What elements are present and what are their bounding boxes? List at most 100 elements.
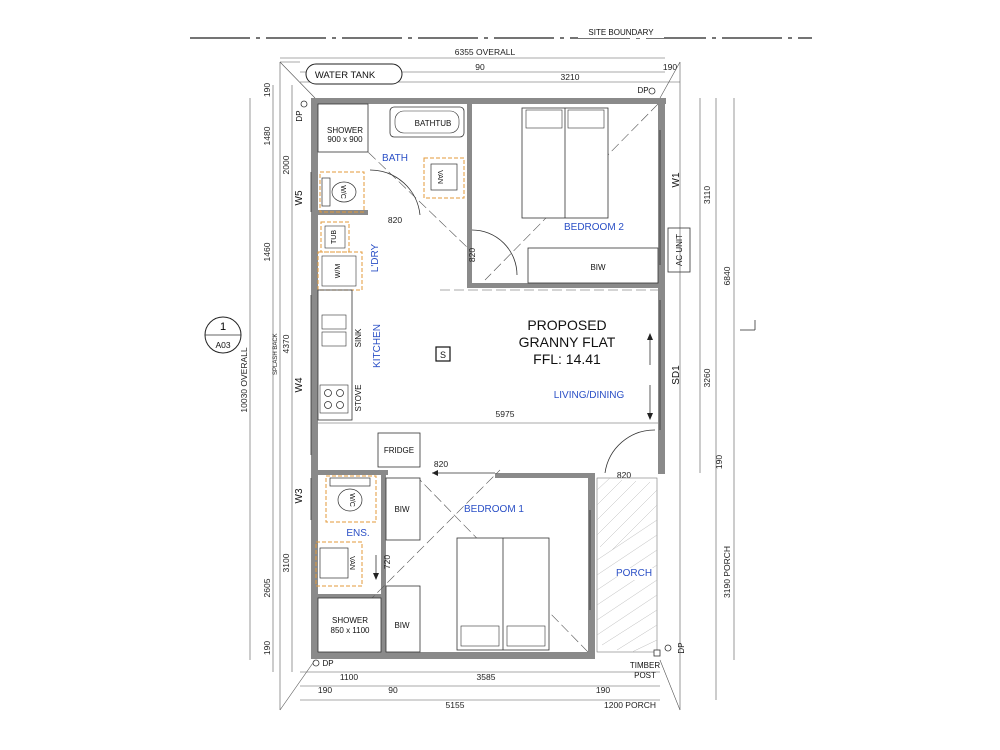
bathtub: BATHTUB	[389, 106, 465, 138]
vanity-bath: VAN	[423, 157, 465, 199]
wc-bath-label: W/C	[339, 185, 346, 199]
laundry-tub: TUB	[320, 221, 350, 253]
site-boundary-label: SITE BOUNDARY	[588, 28, 654, 37]
dim-5975: 5975	[496, 409, 515, 419]
eave-lines	[279, 61, 681, 711]
sink-label: SINK	[354, 328, 363, 347]
washing-machine: W/M	[317, 251, 363, 291]
dp-top-right: DP	[637, 86, 648, 95]
dim-820-d1: 820	[617, 470, 631, 480]
left-dimensions: 10030 OVERALL 190 1480 2000 1460 4370 SP…	[239, 83, 293, 672]
room-bath: BATH	[382, 153, 408, 164]
porch-paving	[596, 477, 658, 653]
dim-2605: 2605	[262, 578, 272, 597]
dim-820-bed2: 820	[467, 248, 477, 262]
title-line-2: GRANNY FLAT	[519, 334, 616, 350]
toilet-bath: W/C	[319, 171, 365, 213]
timber-post: TIMBER POST	[630, 649, 661, 680]
dim-190-bottom: 190	[318, 685, 332, 695]
splash-back-label: SPLASH BACK	[273, 333, 279, 375]
dim-90-top: 90	[475, 62, 485, 72]
dim-1480: 1480	[262, 126, 272, 145]
down-pipes: DP DP DP DP	[295, 86, 686, 668]
biw-bedroom1-top: BIW	[385, 477, 421, 541]
overall-width-label: 6355 OVERALL	[455, 47, 516, 57]
vanity-ensuite: VAN	[315, 541, 363, 587]
kitchen-bench: SINK STOVE	[317, 289, 363, 421]
title-line-1: PROPOSED	[527, 317, 606, 333]
wm-label: W/M	[335, 264, 342, 279]
bed-bedroom1	[456, 537, 550, 651]
dim-190-top-right: 190	[663, 62, 677, 72]
bath-door-swing	[369, 169, 421, 216]
dim-5155: 5155	[446, 700, 465, 710]
stove-label: STOVE	[354, 385, 363, 412]
window-w4: W4	[294, 377, 305, 392]
dim-1460: 1460	[262, 242, 272, 261]
shower-ensuite: SHOWER 850 x 1100	[317, 597, 382, 653]
vanity-bath-label: VAN	[436, 170, 443, 184]
window-w1: W1	[671, 172, 682, 187]
fridge-label: FRIDGE	[384, 446, 414, 455]
room-kitchen: KITCHEN	[372, 324, 383, 368]
section-sheet: A03	[215, 340, 230, 350]
room-laundry: L'DRY	[370, 243, 381, 272]
dim-4370: 4370	[281, 334, 291, 353]
biw-bedroom2: BIW	[527, 247, 659, 284]
windows	[310, 130, 661, 610]
shower-top-label: SHOWER	[327, 126, 363, 135]
plan-title: PROPOSED GRANNY FLAT FFL: 14.41	[519, 317, 616, 367]
smoke-detector: S	[435, 346, 451, 362]
d1-door-swing	[604, 429, 656, 474]
dim-2000: 2000	[281, 155, 291, 174]
overall-length-label: 10030 OVERALL	[239, 347, 249, 412]
dim-3100: 3100	[281, 553, 291, 572]
biw-bedroom1-bottom: BIW	[385, 585, 421, 653]
dim-190-left: 190	[262, 83, 272, 97]
dim-90-bottom: 90	[388, 685, 398, 695]
timber-post-line1: TIMBER	[630, 661, 660, 670]
room-bedroom2: BEDROOM 2	[564, 222, 624, 233]
ac-unit: AC UNIT	[667, 227, 691, 273]
dim-190-bottom-b: 190	[596, 685, 610, 695]
dp-bottom-left: DP	[322, 659, 333, 668]
walls	[311, 98, 666, 659]
site-boundary: SITE BOUNDARY	[190, 27, 812, 39]
fridge: FRIDGE	[377, 432, 421, 468]
dp-bottom-right: DP	[677, 642, 686, 653]
dim-1200-porch: 1200 PORCH	[604, 700, 656, 710]
sliding-door-sd1: SD1	[671, 365, 682, 385]
window-w5: W5	[294, 190, 305, 205]
shower-top: SHOWER 900 x 900	[317, 103, 369, 153]
water-tank: WATER TANK	[305, 63, 403, 85]
ac-unit-label: AC UNIT	[675, 234, 684, 266]
timber-post-line2: POST	[634, 671, 656, 680]
toilet-ensuite: W/C	[325, 475, 377, 523]
dim-820-bed1: 820	[434, 459, 448, 469]
dim-3190-porch: 3190 PORCH	[722, 546, 732, 598]
dim-6840: 6840	[722, 266, 732, 285]
biw-bedroom1-top-label: BIW	[394, 505, 410, 514]
bathtub-label: BATHTUB	[415, 119, 452, 128]
title-line-3: FFL: 14.41	[533, 351, 601, 367]
shower-ensuite-size: 850 x 1100	[331, 626, 371, 635]
wc-ensuite-label: W/C	[348, 493, 355, 507]
vanity-ensuite-label: VAN	[348, 556, 355, 570]
right-dimensions: 3110 6840 3260 190 3190 PORCH	[699, 98, 756, 700]
section-marker: 1 A03	[204, 316, 242, 354]
dim-3210: 3210	[561, 72, 580, 82]
dim-190-right: 190	[714, 455, 724, 469]
window-w3: W3	[294, 488, 305, 503]
tub-label: TUB	[331, 230, 338, 244]
bedroom2-door-swing	[471, 229, 518, 276]
room-ensuite: ENS.	[346, 528, 369, 539]
dim-1100: 1100	[340, 672, 359, 682]
room-bedroom1: BEDROOM 1	[464, 504, 524, 515]
sliding-door-arrows	[647, 333, 653, 420]
dim-720-ens: 720	[382, 555, 392, 569]
shower-ensuite-label: SHOWER	[332, 616, 368, 625]
smoke-detector-label: S	[440, 350, 446, 360]
dp-top-left: DP	[295, 110, 304, 121]
water-tank-label: WATER TANK	[315, 70, 376, 81]
